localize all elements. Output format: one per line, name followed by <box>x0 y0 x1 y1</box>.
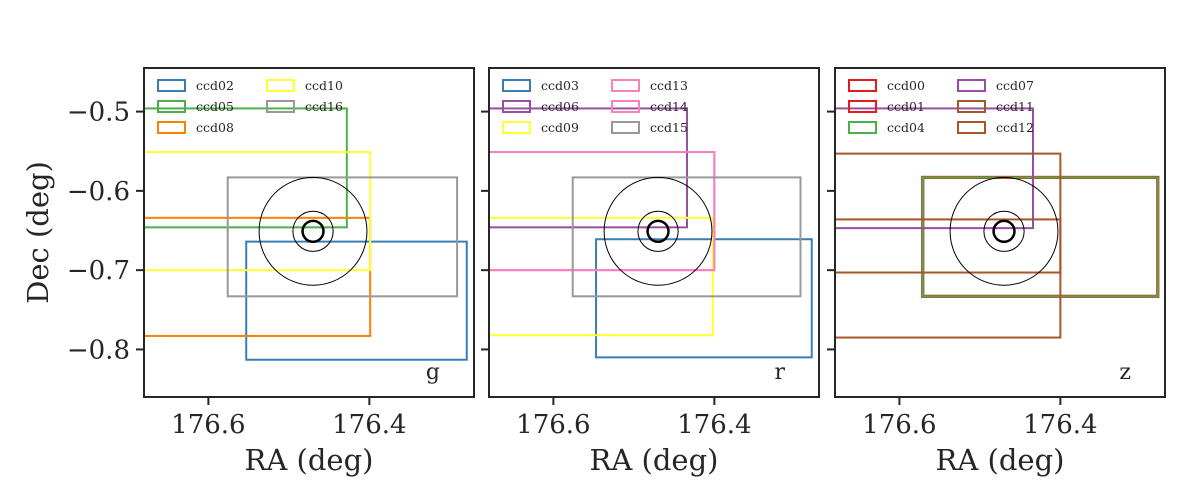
legend-swatch-ccd10 <box>266 79 295 92</box>
legend-label-ccd14: ccd14 <box>650 99 688 114</box>
legend-label-ccd11: ccd11 <box>996 99 1034 114</box>
y-tick-label: −0.6 <box>67 177 130 207</box>
band-label: r <box>774 360 785 385</box>
y-axis-label: Dec (deg) <box>21 161 55 304</box>
legend-swatch-ccd16 <box>266 100 295 113</box>
target-circle-0 <box>646 219 670 244</box>
ccd-rect-ccd05 <box>144 107 348 229</box>
ccd-rect-ccd02 <box>245 240 468 361</box>
x-tick-label: 176.4 <box>677 410 751 440</box>
target-circle-1 <box>637 210 679 252</box>
panel-g: 176.6 176.4RA (deg) −0.5 −0.6 −0.7 −0.8 Dec (d… <box>21 67 475 477</box>
legend-swatch-ccd15 <box>611 121 640 134</box>
legend-label-ccd10: ccd10 <box>305 78 343 93</box>
ccd-rect-ccd13 <box>489 151 716 272</box>
target-circle-1 <box>292 210 334 252</box>
ccd-rect-ccd15 <box>571 176 802 298</box>
plot-area <box>144 107 468 361</box>
ccd-rect-ccd06 <box>489 107 689 229</box>
legend-label-ccd02: ccd02 <box>196 78 234 93</box>
legend-label-ccd00: ccd00 <box>887 78 925 93</box>
legend-swatch-ccd11 <box>957 100 986 113</box>
legend-swatch-ccd00 <box>848 79 877 92</box>
ccd-rect-ccd04 <box>921 176 1159 298</box>
target-circle-2 <box>949 176 1059 286</box>
ccd-rect-ccd12 <box>835 218 1062 339</box>
legend-label-ccd05: ccd05 <box>196 99 234 114</box>
target-circle-1 <box>983 210 1025 252</box>
ccd-rect-ccd07 <box>835 107 1035 230</box>
target-circle-0 <box>301 219 325 244</box>
ccd-rect-ccd08 <box>144 216 372 337</box>
legend-label-ccd07: ccd07 <box>996 78 1034 93</box>
ccd-rect-ccd10 <box>144 151 372 272</box>
legend-label-ccd15: ccd15 <box>650 120 688 135</box>
legend-swatch-ccd14 <box>611 100 640 113</box>
target-circle-2 <box>258 176 368 286</box>
legend-label-ccd01: ccd01 <box>887 99 925 114</box>
band-label: z <box>1119 360 1131 385</box>
ccd-rect-ccd01 <box>921 175 1160 298</box>
panel-z: 176.6 176.4RA (deg) z ccd00 ccd01 ccd04 ccd07 c… <box>827 67 1166 477</box>
legend-label-ccd04: ccd04 <box>887 120 925 135</box>
panel-r: 176.6 176.4RA (deg) r ccd03 ccd06 ccd09 ccd13 c… <box>481 67 820 477</box>
ccd-rect-ccd14 <box>489 151 716 272</box>
x-axis-label: RA (deg) <box>590 443 719 477</box>
legend-label-ccd13: ccd13 <box>650 78 688 93</box>
legend-swatch-ccd08 <box>157 121 186 134</box>
plot-area <box>835 107 1160 339</box>
legend-swatch-ccd01 <box>848 100 877 113</box>
legend-label-ccd06: ccd06 <box>541 99 579 114</box>
y-tick-label: −0.8 <box>67 335 130 365</box>
x-axis-label: RA (deg) <box>245 443 374 477</box>
legend-label-ccd03: ccd03 <box>541 78 579 93</box>
axes-frame <box>834 67 1166 398</box>
y-tick-label: −0.5 <box>67 98 130 128</box>
ccd-rect-ccd16 <box>226 176 459 298</box>
x-tick-label: 176.6 <box>171 410 245 440</box>
x-tick-label: 176.6 <box>862 410 936 440</box>
target-circle-2 <box>603 176 713 286</box>
ccd-rect-ccd03 <box>595 238 813 359</box>
x-axis-label: RA (deg) <box>936 443 1065 477</box>
x-tick-label: 176.4 <box>332 410 406 440</box>
legend-swatch-ccd09 <box>502 121 531 134</box>
x-tick-label: 176.4 <box>1023 410 1097 440</box>
ccd-rect-ccd11 <box>835 152 1062 274</box>
legend-swatch-ccd07 <box>957 79 986 92</box>
legend-swatch-ccd03 <box>502 79 531 92</box>
legend-label-ccd09: ccd09 <box>541 120 579 135</box>
legend-swatch-ccd06 <box>502 100 531 113</box>
band-label: g <box>426 360 440 385</box>
x-tick-label: 176.6 <box>516 410 590 440</box>
legend-swatch-ccd05 <box>157 100 186 113</box>
legend-swatch-ccd04 <box>848 121 877 134</box>
axes-frame <box>143 67 475 398</box>
legend-swatch-ccd12 <box>957 121 986 134</box>
target-circle-0 <box>992 219 1016 244</box>
y-tick-label: −0.7 <box>67 256 130 286</box>
plot-area <box>489 107 813 359</box>
legend-swatch-ccd02 <box>157 79 186 92</box>
legend-label-ccd12: ccd12 <box>996 120 1034 135</box>
axes-frame <box>488 67 820 398</box>
ccd-rect-ccd00 <box>921 175 1160 298</box>
legend-label-ccd16: ccd16 <box>305 99 343 114</box>
legend-label-ccd08: ccd08 <box>196 120 234 135</box>
ccd-rect-ccd09 <box>489 216 714 337</box>
legend-swatch-ccd13 <box>611 79 640 92</box>
